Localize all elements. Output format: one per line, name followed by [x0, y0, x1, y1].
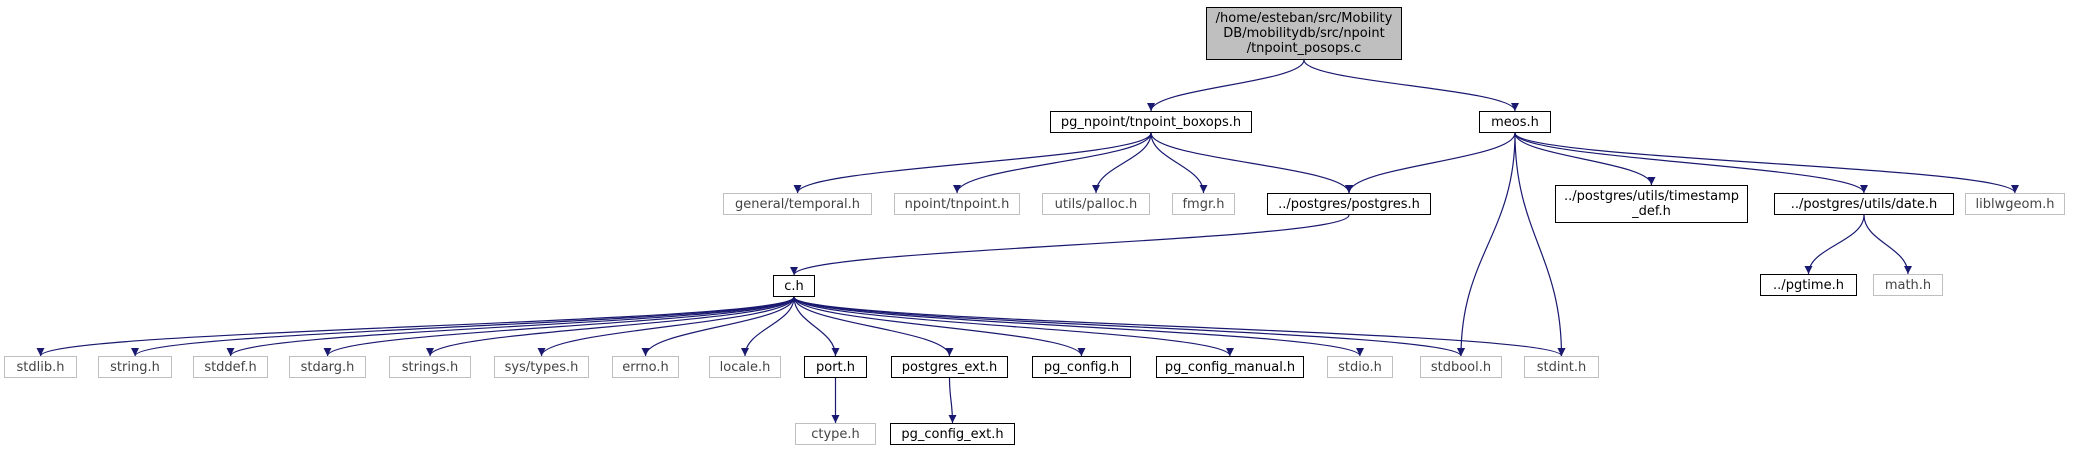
node-label: strings.h [401, 359, 459, 375]
node-postgres[interactable]: ../postgres/postgres.h [1267, 193, 1431, 215]
node-tnpoint[interactable]: npoint/tnpoint.h [894, 193, 1020, 215]
edge-ch-to-errno [641, 296, 795, 357]
node-math[interactable]: math.h [1873, 274, 1943, 296]
edge-boxops-to-postgres [1150, 132, 1353, 194]
node-label: math.h [1884, 277, 1932, 293]
edge-meos-to-postgres [1345, 132, 1516, 194]
edge-boxops-to-tnpoint [953, 132, 1152, 194]
node-label: utils/palloc.h [1054, 196, 1138, 212]
node-string[interactable]: string.h [98, 356, 172, 378]
node-ctype[interactable]: ctype.h [795, 423, 876, 445]
edge-ch-to-systypes [537, 296, 795, 357]
node-label: pg_config_manual.h [1164, 359, 1296, 375]
node-label: ../postgres/utils/date.h [1790, 196, 1938, 212]
edge-boxops-to-palloc [1092, 132, 1152, 194]
node-timestamp[interactable]: ../postgres/utils/timestamp_def.h [1555, 185, 1748, 223]
edge-pgext-to-pgconfigext [948, 377, 957, 424]
edge-meos-to-liblwgeom [1514, 132, 2019, 194]
node-fmgr[interactable]: fmgr.h [1172, 193, 1235, 215]
node-port[interactable]: port.h [804, 356, 867, 378]
edge-ch-to-pgconfig [793, 296, 1086, 357]
node-pgext[interactable]: postgres_ext.h [891, 356, 1008, 378]
node-strings[interactable]: strings.h [389, 356, 471, 378]
node-label: port.h [815, 359, 856, 375]
edge-ch-to-pgmanual [793, 296, 1234, 357]
node-label: stdbool.h [1430, 359, 1492, 375]
node-palloc[interactable]: utils/palloc.h [1042, 193, 1150, 215]
node-stdint[interactable]: stdint.h [1524, 356, 1599, 378]
edge-ch-to-stdarg [323, 296, 795, 357]
node-ch[interactable]: c.h [773, 275, 815, 297]
node-label: npoint/tnpoint.h [904, 196, 1010, 212]
node-label: ../postgres/postgres.h [1278, 196, 1420, 212]
node-temporal[interactable]: general/temporal.h [723, 193, 872, 215]
edge-boxops-to-temporal [793, 132, 1152, 194]
node-stdlib[interactable]: stdlib.h [4, 356, 77, 378]
node-label: sys/types.h [504, 359, 579, 375]
node-label: stddef.h [204, 359, 257, 375]
node-locale[interactable]: locale.h [709, 356, 781, 378]
node-label: ctype.h [811, 426, 860, 442]
edge-meos-to-stdbool [1457, 132, 1516, 357]
node-label: fmgr.h [1182, 196, 1225, 212]
node-label: stdint.h [1536, 359, 1587, 375]
node-stdarg[interactable]: stdarg.h [289, 356, 366, 378]
node-label: general/temporal.h [734, 196, 861, 212]
node-pgtime[interactable]: ../pgtime.h [1760, 274, 1857, 296]
node-label: string.h [110, 359, 160, 375]
node-stddef[interactable]: stddef.h [193, 356, 268, 378]
edge-date-to-pgtime [1804, 214, 1865, 275]
node-meos[interactable]: meos.h [1479, 111, 1551, 133]
edge-ch-to-stdint [793, 296, 1566, 357]
edge-boxops-to-fmgr [1150, 132, 1208, 194]
node-label: pg_config_ext.h [901, 426, 1004, 442]
node-date[interactable]: ../postgres/utils/date.h [1774, 193, 1954, 215]
node-stdbool[interactable]: stdbool.h [1420, 356, 1502, 378]
edge-meos-to-stdint [1514, 132, 1566, 357]
node-label: locale.h [719, 359, 771, 375]
node-label: stdlib.h [16, 359, 65, 375]
node-label: stdio.h [1338, 359, 1382, 375]
node-label: errno.h [622, 359, 669, 375]
edge-root-to-boxops [1147, 59, 1305, 112]
node-label: postgres_ext.h [901, 359, 998, 375]
edge-ch-to-strings [426, 296, 795, 357]
edge-ch-to-stdio [793, 296, 1364, 357]
edge-postgres-to-ch [790, 214, 1350, 276]
edge-date-to-math [1863, 214, 1912, 275]
node-label: ../pgtime.h [1773, 277, 1844, 293]
node-label: meos.h [1491, 114, 1539, 130]
node-liblwgeom[interactable]: liblwgeom.h [1965, 193, 2065, 215]
node-label: stdarg.h [300, 359, 355, 375]
node-pgmanual[interactable]: pg_config_manual.h [1156, 356, 1304, 378]
edge-ch-to-stddef [226, 296, 795, 357]
edge-ch-to-port [793, 296, 840, 357]
node-systypes[interactable]: sys/types.h [494, 356, 589, 378]
edge-ch-to-pgext [793, 296, 954, 357]
node-label: pg_npoint/tnpoint_boxops.h [1060, 114, 1242, 130]
node-stdio[interactable]: stdio.h [1327, 356, 1393, 378]
node-label: c.h [784, 278, 804, 294]
edge-ch-to-string [131, 296, 795, 357]
edge-meos-to-timestamp [1514, 132, 1656, 186]
node-label: liblwgeom.h [1975, 196, 2055, 212]
node-pgconfig[interactable]: pg_config.h [1032, 356, 1131, 378]
node-pgconfigext[interactable]: pg_config_ext.h [890, 423, 1015, 445]
node-boxops[interactable]: pg_npoint/tnpoint_boxops.h [1050, 111, 1252, 133]
edge-ch-to-stdlib [36, 296, 795, 357]
edge-ch-to-stdbool [793, 296, 1465, 357]
node-label: ../postgres/utils/timestamp_def.h [1563, 189, 1740, 219]
edge-meos-to-date [1514, 132, 1868, 194]
edge-ch-to-locale [741, 296, 795, 357]
node-label: pg_config.h [1043, 359, 1120, 375]
edge-root-to-meos [1303, 59, 1519, 112]
node-errno[interactable]: errno.h [612, 356, 679, 378]
